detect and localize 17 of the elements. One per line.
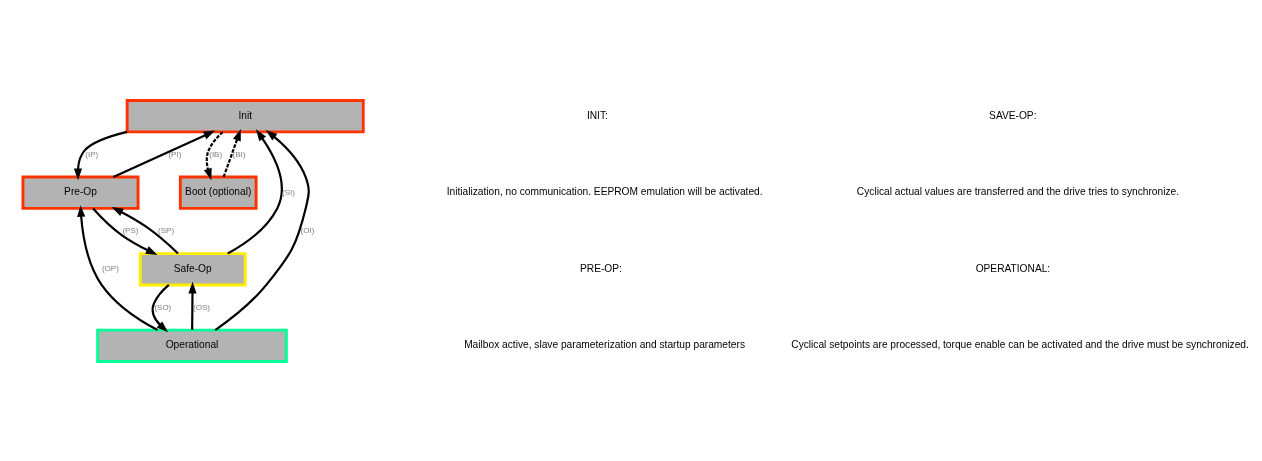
label: SAVE-OP: [989,109,1037,121]
edge-label: (OP) [101,263,119,273]
label: Mailbox active, slave parameterization and startup parameters [464,338,745,350]
edge-label: (PS) [122,225,139,235]
edge-label: (PI) [168,149,182,159]
label: INIT: [586,109,608,121]
edge-label: (IB) [209,149,223,159]
edge-label: (SP) [158,225,175,235]
label: Cyclical setpoints are processed, torque enable can be activated and the drive must be synchronized. [791,338,1249,350]
edge-label: (IP) [85,149,99,159]
edge-label: (OI) [300,225,315,235]
label: OPERATIONAL: [975,262,1051,274]
label: Initialization, no communication. EEPROM emulation will be activated. [446,185,763,197]
edge-label: (SO) [154,302,172,312]
label: Cyclical actual values are transferred and the drive tries to synchronize. [856,185,1180,197]
label: PRE-OP: [579,262,622,274]
edge-label: (BI) [232,149,246,159]
